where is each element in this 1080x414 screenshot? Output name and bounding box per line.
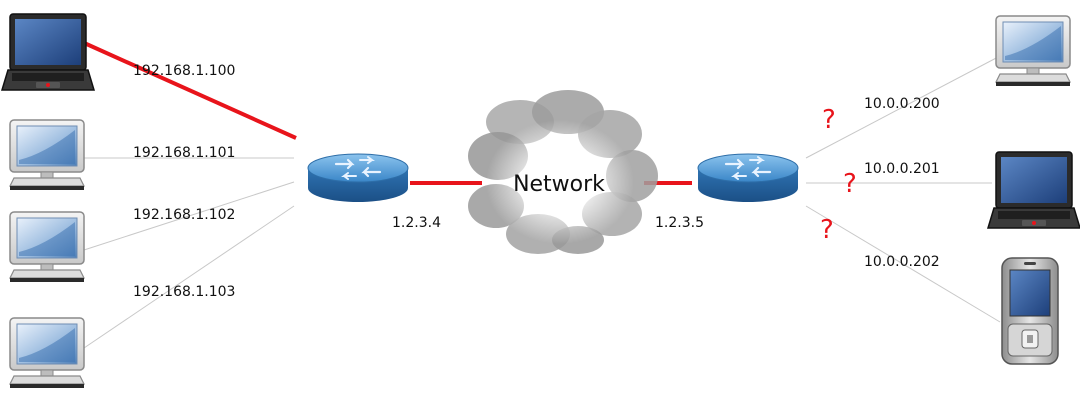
host-ip-label: 10.0.0.201 bbox=[864, 161, 940, 177]
laptop-icon bbox=[987, 151, 1080, 229]
left-router-icon bbox=[306, 152, 410, 204]
network-cloud-icon bbox=[468, 90, 658, 254]
host-ip-label: 192.168.1.103 bbox=[133, 284, 235, 300]
host-ip-label: 10.0.0.200 bbox=[864, 96, 940, 112]
cloud-label: Network bbox=[513, 172, 605, 197]
link-host-0-left-router bbox=[81, 40, 297, 140]
phone-icon bbox=[1001, 257, 1059, 365]
desktop-icon bbox=[9, 317, 85, 389]
unknown-route-marker: ? bbox=[843, 169, 857, 199]
desktop-icon bbox=[995, 15, 1071, 87]
desktop-icon bbox=[9, 211, 85, 283]
link-host-2-left-router bbox=[83, 181, 295, 251]
right-router-ip-label: 1.2.3.5 bbox=[655, 215, 704, 231]
host-ip-label: 192.168.1.102 bbox=[133, 207, 235, 223]
unknown-route-marker: ? bbox=[820, 215, 834, 245]
left-router-ip-label: 1.2.3.4 bbox=[392, 215, 441, 231]
host-ip-label: 10.0.0.202 bbox=[864, 254, 940, 270]
link-right-router-host-2 bbox=[805, 205, 1001, 323]
right-router-icon bbox=[696, 152, 800, 204]
link-host-3-left-router bbox=[83, 205, 295, 349]
host-ip-label: 192.168.1.100 bbox=[133, 63, 235, 79]
desktop-icon bbox=[9, 119, 85, 191]
laptop-icon bbox=[1, 13, 95, 91]
unknown-route-marker: ? bbox=[822, 105, 836, 135]
link-right-router-host-0 bbox=[805, 55, 1001, 159]
host-ip-label: 192.168.1.101 bbox=[133, 145, 235, 161]
